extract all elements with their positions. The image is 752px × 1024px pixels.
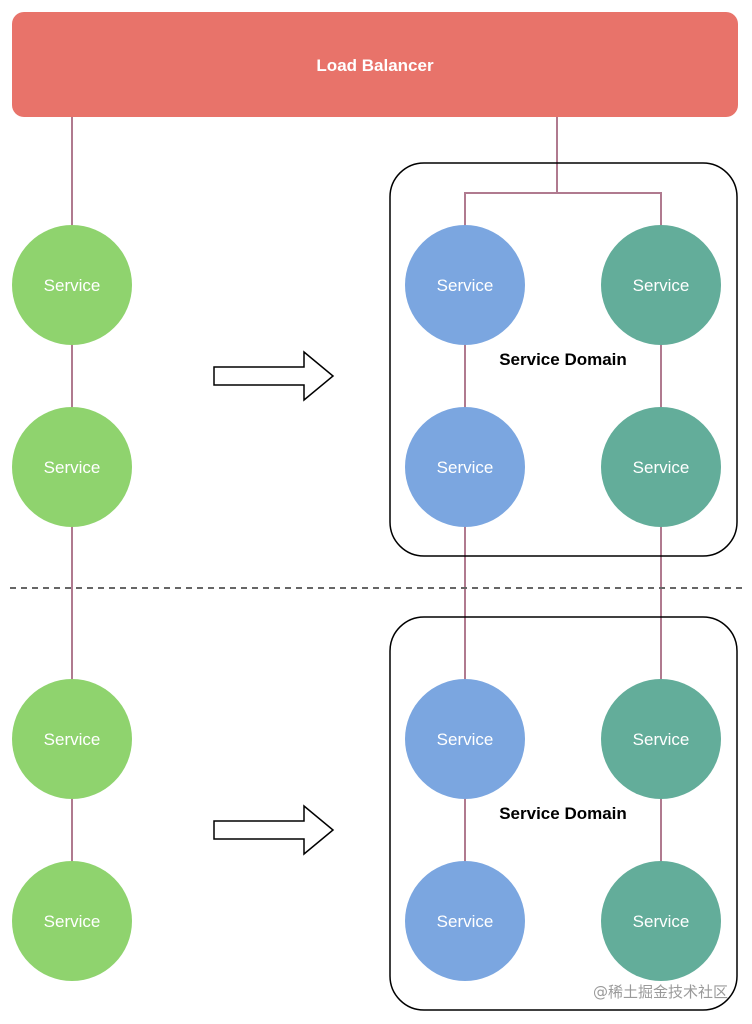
service-label: Service	[633, 458, 690, 477]
service-circle	[601, 407, 721, 527]
service-node-left-3[interactable]: Service	[12, 679, 132, 799]
service-domain-box-top	[389, 162, 738, 557]
service-label: Service	[633, 912, 690, 931]
service-node-left-1[interactable]: Service	[12, 225, 132, 345]
service-label: Service	[437, 458, 494, 477]
service-circle	[601, 861, 721, 981]
service-circle	[12, 861, 132, 981]
watermark: @稀土掘金技术社区	[593, 983, 728, 1001]
service-circle	[405, 861, 525, 981]
service-label: Service	[437, 276, 494, 295]
service-circle	[405, 679, 525, 799]
service-label: Service	[437, 730, 494, 749]
service-node-left-4[interactable]: Service	[12, 861, 132, 981]
service-label: Service	[633, 730, 690, 749]
service-circle	[601, 679, 721, 799]
connector-lb-domain-right	[557, 192, 662, 226]
service-label: Service	[44, 912, 101, 931]
arrow-right-icon	[213, 350, 335, 402]
service-circle	[12, 679, 132, 799]
service-node-domain-top-3[interactable]: Service	[405, 407, 525, 527]
service-label: Service	[633, 276, 690, 295]
service-node-domain-bottom-4[interactable]: Service	[601, 861, 721, 981]
service-circle	[12, 225, 132, 345]
load-balancer-box	[12, 12, 738, 117]
service-node-domain-top-1[interactable]: Service	[405, 225, 525, 345]
service-node-domain-top-2[interactable]: Service	[601, 225, 721, 345]
connector-lb-domain	[464, 117, 558, 226]
service-circle	[405, 407, 525, 527]
service-circle	[601, 225, 721, 345]
service-node-left-2[interactable]: Service	[12, 407, 132, 527]
service-label: Service	[44, 276, 101, 295]
load-balancer[interactable]: Load Balancer	[12, 12, 738, 117]
service-node-domain-bottom-3[interactable]: Service	[405, 861, 525, 981]
service-label: Service	[44, 458, 101, 477]
connectors	[71, 117, 662, 862]
service-circle	[405, 225, 525, 345]
service-node-domain-top-4[interactable]: Service	[601, 407, 721, 527]
service-node-domain-bottom-1[interactable]: Service	[405, 679, 525, 799]
load-balancer-label: Load Balancer	[316, 56, 434, 75]
arrow-right-icon	[213, 804, 335, 856]
service-node-domain-bottom-2[interactable]: Service	[601, 679, 721, 799]
service-domain-box-bottom	[389, 616, 738, 1011]
service-label: Service	[44, 730, 101, 749]
service-circle	[12, 407, 132, 527]
service-domain-label-top: Service Domain	[499, 350, 627, 369]
service-domain-label-bottom: Service Domain	[499, 804, 627, 823]
service-label: Service	[437, 912, 494, 931]
